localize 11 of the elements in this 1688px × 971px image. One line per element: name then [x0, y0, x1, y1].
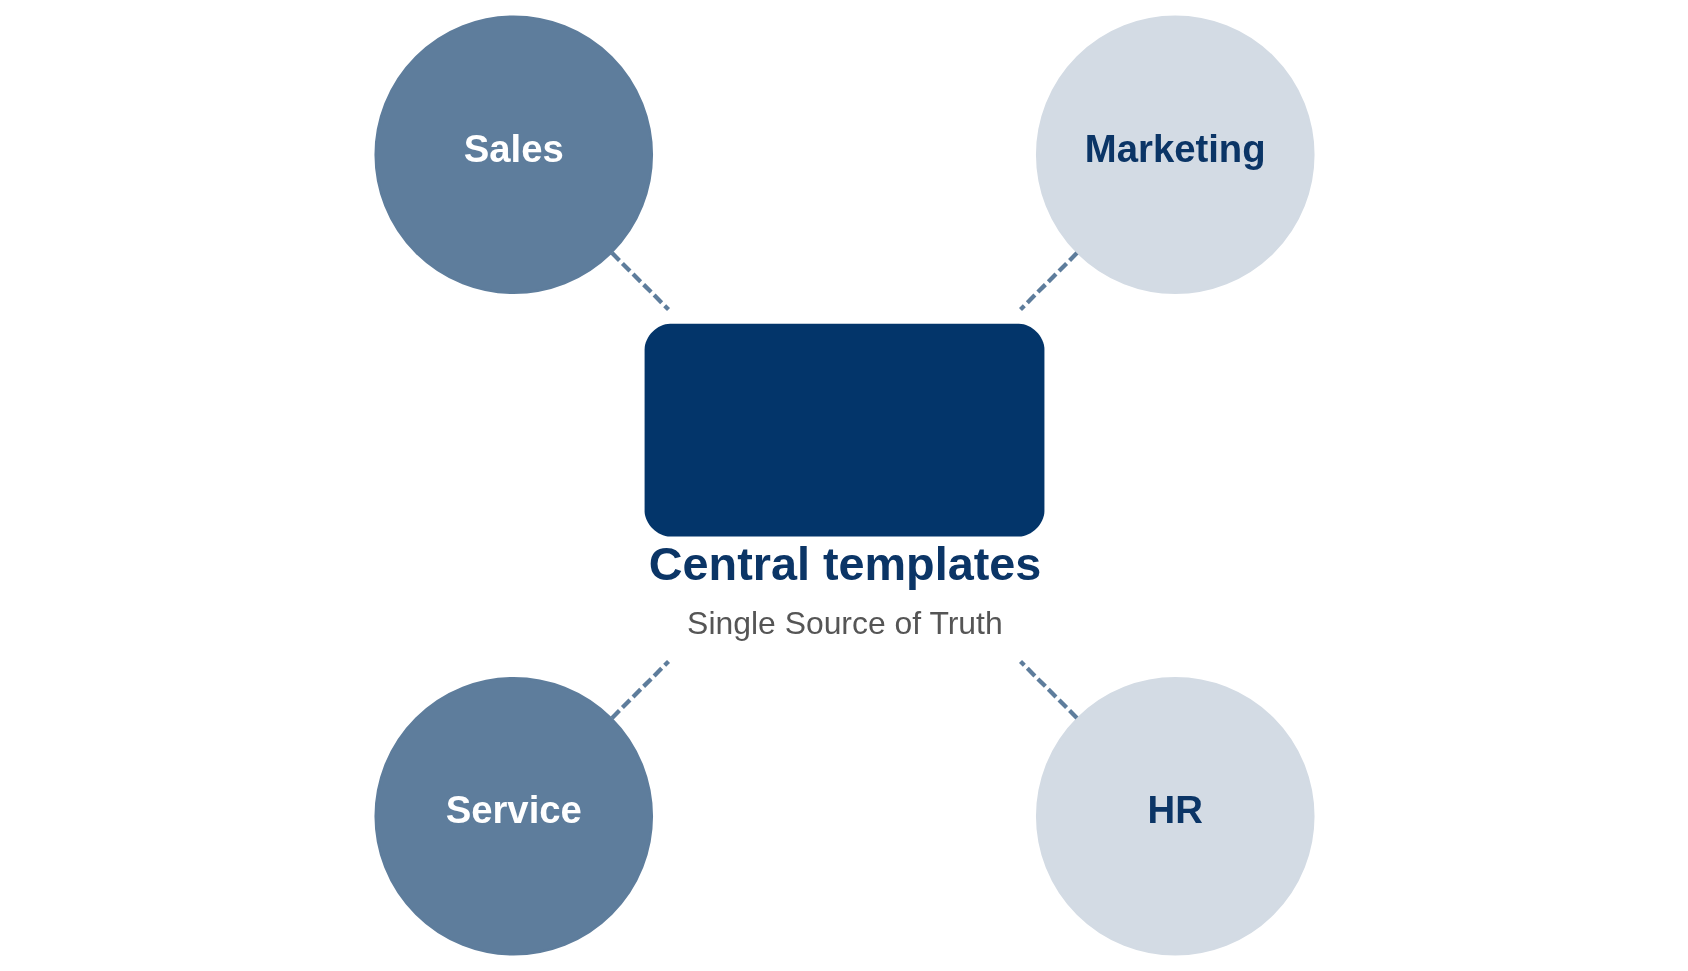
connector — [1018, 659, 1078, 720]
node-circle: HR — [1035, 676, 1315, 956]
connector — [610, 251, 670, 311]
node-circle: Sales — [373, 15, 653, 295]
node-circle: Marketing — [1035, 15, 1315, 295]
connector — [1018, 251, 1078, 311]
node-box — [644, 323, 1044, 537]
node-circle: Service — [373, 676, 653, 956]
node-label: Single Source of Truth — [686, 605, 1003, 642]
connector — [610, 659, 670, 720]
node-label: Central templates — [648, 538, 1041, 591]
